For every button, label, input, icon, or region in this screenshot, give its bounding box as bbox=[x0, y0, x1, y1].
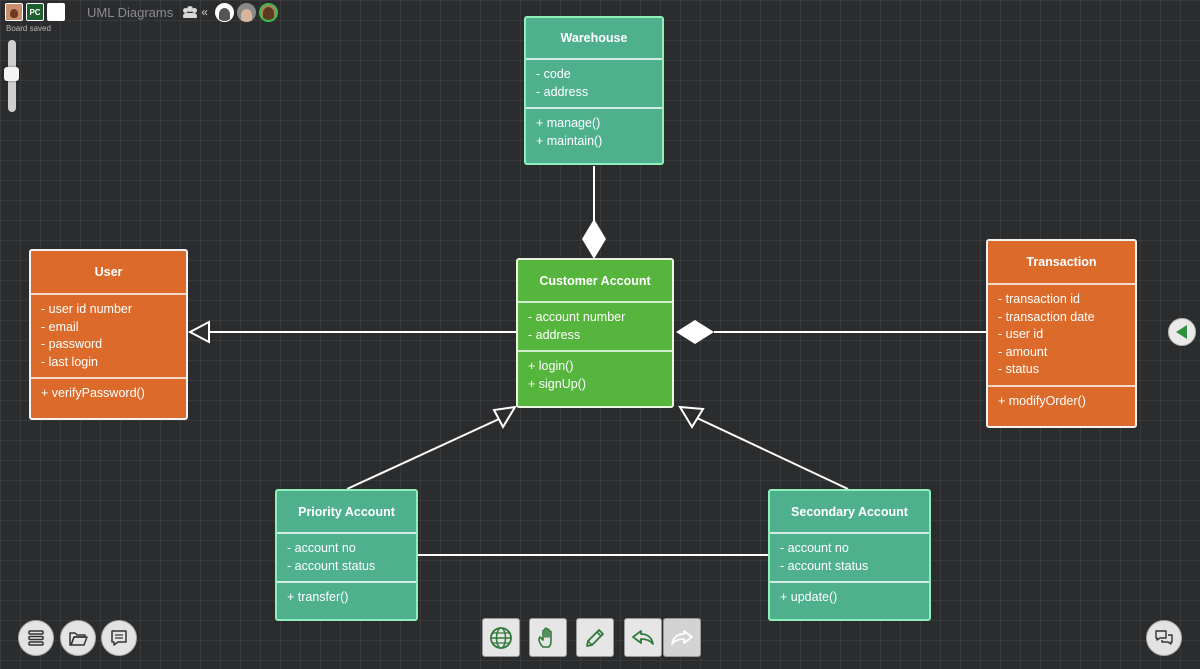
attribute: - password bbox=[41, 337, 103, 351]
class-methods: + update() bbox=[770, 583, 929, 613]
zoom-slider-handle[interactable] bbox=[4, 67, 19, 81]
collapse-arrows-icon[interactable]: « bbox=[201, 5, 208, 19]
blank-avatar[interactable] bbox=[47, 3, 65, 21]
chat-button[interactable] bbox=[101, 620, 137, 656]
feedback-button[interactable] bbox=[1146, 620, 1182, 656]
attribute: - transaction date bbox=[998, 309, 1095, 324]
menu-button[interactable] bbox=[18, 620, 54, 656]
class-name: Transaction bbox=[988, 241, 1135, 285]
feedback-icon bbox=[1155, 630, 1173, 645]
attribute: - amount bbox=[998, 344, 1048, 359]
attribute: - account number bbox=[528, 310, 626, 324]
class-methods: + transfer() bbox=[277, 583, 416, 613]
attribute: - address bbox=[536, 84, 589, 99]
attribute: - code bbox=[536, 67, 571, 81]
attribute: - account status bbox=[780, 558, 869, 573]
class-attributes: - user id number - email - password - la… bbox=[31, 295, 186, 379]
globe-tool-button[interactable] bbox=[482, 618, 520, 657]
pencil-icon bbox=[586, 628, 604, 647]
folder-open-icon bbox=[69, 632, 88, 646]
method: + transfer() bbox=[287, 590, 349, 604]
class-name: Priority Account bbox=[277, 491, 416, 534]
users-icon[interactable] bbox=[183, 6, 198, 18]
method: + verifyPassword() bbox=[41, 386, 145, 400]
hand-tool-button[interactable] bbox=[529, 618, 567, 657]
method: + manage() bbox=[536, 116, 601, 130]
class-name: User bbox=[31, 251, 186, 295]
generalization-arrow-user bbox=[187, 320, 210, 344]
board-title[interactable]: UML Diagrams bbox=[87, 4, 174, 20]
menu-icon bbox=[28, 630, 44, 646]
class-methods: + manage() + maintain() bbox=[526, 109, 662, 156]
class-warehouse[interactable]: Warehouse - code - address + manage() + … bbox=[524, 16, 664, 165]
composition-diamond-warehouse bbox=[582, 219, 606, 259]
class-secondary-account[interactable]: Secondary Account - account no - account… bbox=[768, 489, 931, 621]
board-status: Board saved bbox=[6, 24, 51, 33]
participant-avatar[interactable] bbox=[214, 2, 234, 22]
globe-icon bbox=[490, 626, 512, 649]
method: + update() bbox=[780, 590, 838, 604]
attribute: - account no bbox=[780, 541, 849, 555]
participant-avatar[interactable] bbox=[258, 2, 278, 22]
class-name: Customer Account bbox=[518, 260, 672, 303]
class-attributes: - code - address bbox=[526, 60, 662, 109]
class-methods: + login() + signUp() bbox=[518, 352, 672, 399]
class-transaction[interactable]: Transaction - transaction id - transacti… bbox=[986, 239, 1137, 428]
class-user[interactable]: User - user id number - email - password… bbox=[29, 249, 188, 420]
class-customer-account[interactable]: Customer Account - account number - addr… bbox=[516, 258, 674, 408]
composition-diamond-transaction bbox=[676, 320, 714, 344]
redo-button[interactable] bbox=[663, 618, 701, 657]
method: + maintain() bbox=[536, 133, 603, 148]
generalization-arrow-secondary bbox=[678, 405, 705, 429]
class-methods: + modifyOrder() bbox=[988, 387, 1135, 417]
class-methods: + verifyPassword() bbox=[31, 379, 186, 409]
side-panel-toggle[interactable] bbox=[1168, 318, 1196, 346]
attribute: - account no bbox=[287, 541, 356, 555]
attribute: - user id bbox=[998, 327, 1044, 341]
redo-icon bbox=[671, 629, 693, 645]
class-attributes: - account no - account status bbox=[770, 534, 929, 583]
method: + signUp() bbox=[528, 376, 587, 391]
class-attributes: - account no - account status bbox=[277, 534, 416, 583]
class-priority-account[interactable]: Priority Account - account no - account … bbox=[275, 489, 418, 621]
pencil-tool-button[interactable] bbox=[576, 618, 614, 657]
attribute: - address bbox=[528, 327, 581, 342]
triangle-left-icon bbox=[1175, 325, 1187, 339]
attribute: - user id number bbox=[41, 302, 133, 316]
connector-secondary-customer bbox=[696, 417, 849, 490]
class-name: Warehouse bbox=[526, 18, 662, 60]
connector-priority-customer bbox=[346, 418, 500, 490]
method: + login() bbox=[528, 359, 574, 373]
undo-button[interactable] bbox=[624, 618, 662, 657]
attribute: - last login bbox=[41, 354, 98, 369]
class-attributes: - transaction id - transaction date - us… bbox=[988, 285, 1135, 387]
class-name: Secondary Account bbox=[770, 491, 929, 534]
method: + modifyOrder() bbox=[998, 393, 1086, 408]
open-folder-button[interactable] bbox=[60, 620, 96, 656]
top-bar: PC UML Diagrams « bbox=[5, 2, 278, 22]
attribute: - transaction id bbox=[998, 292, 1080, 306]
user-avatar[interactable] bbox=[5, 3, 23, 21]
generalization-arrow-priority bbox=[492, 405, 517, 430]
chat-icon bbox=[111, 630, 127, 646]
participant-avatar[interactable] bbox=[236, 2, 256, 22]
undo-icon bbox=[632, 629, 654, 645]
attribute: - email bbox=[41, 319, 79, 334]
attribute: - account status bbox=[287, 558, 376, 573]
pc-badge[interactable]: PC bbox=[26, 3, 44, 21]
class-attributes: - account number - address bbox=[518, 303, 672, 352]
hand-icon bbox=[538, 626, 552, 648]
attribute: - status bbox=[998, 362, 1039, 376]
